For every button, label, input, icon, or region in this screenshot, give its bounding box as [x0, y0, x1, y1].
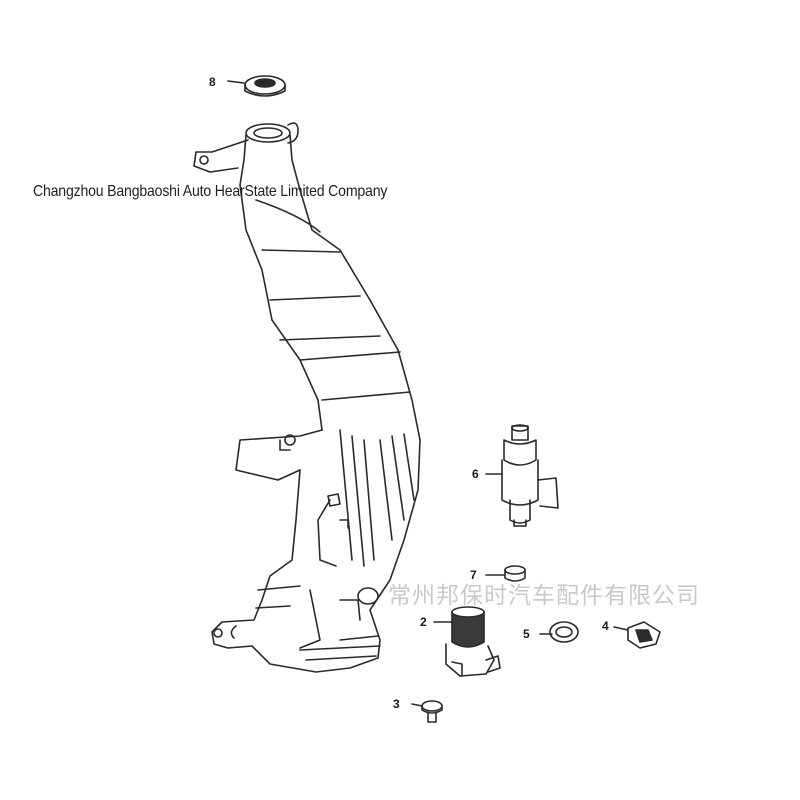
seal-ring-icon: [539, 621, 579, 643]
company-watermark-chinese: 常州邦保时汽车配件有限公司: [388, 583, 700, 609]
washer-reservoir-tank: [193, 122, 421, 673]
filler-cap-icon: [227, 75, 286, 97]
company-watermark-english: Changzhou Bangbaoshi Auto HearState Limi…: [33, 183, 388, 200]
callout-7: 7: [470, 568, 477, 582]
callout-3: 3: [393, 697, 400, 711]
callout-2: 2: [420, 615, 427, 629]
washer-pump-icon: [485, 424, 559, 527]
clip-icon: [613, 621, 661, 649]
washer-pump-lower-icon: [433, 606, 501, 677]
grommet-icon: [485, 565, 526, 582]
callout-6: 6: [472, 467, 479, 481]
callout-8: 8: [209, 75, 216, 89]
callout-4: 4: [602, 619, 609, 633]
bolt-icon: [411, 700, 443, 723]
callout-5: 5: [523, 627, 530, 641]
